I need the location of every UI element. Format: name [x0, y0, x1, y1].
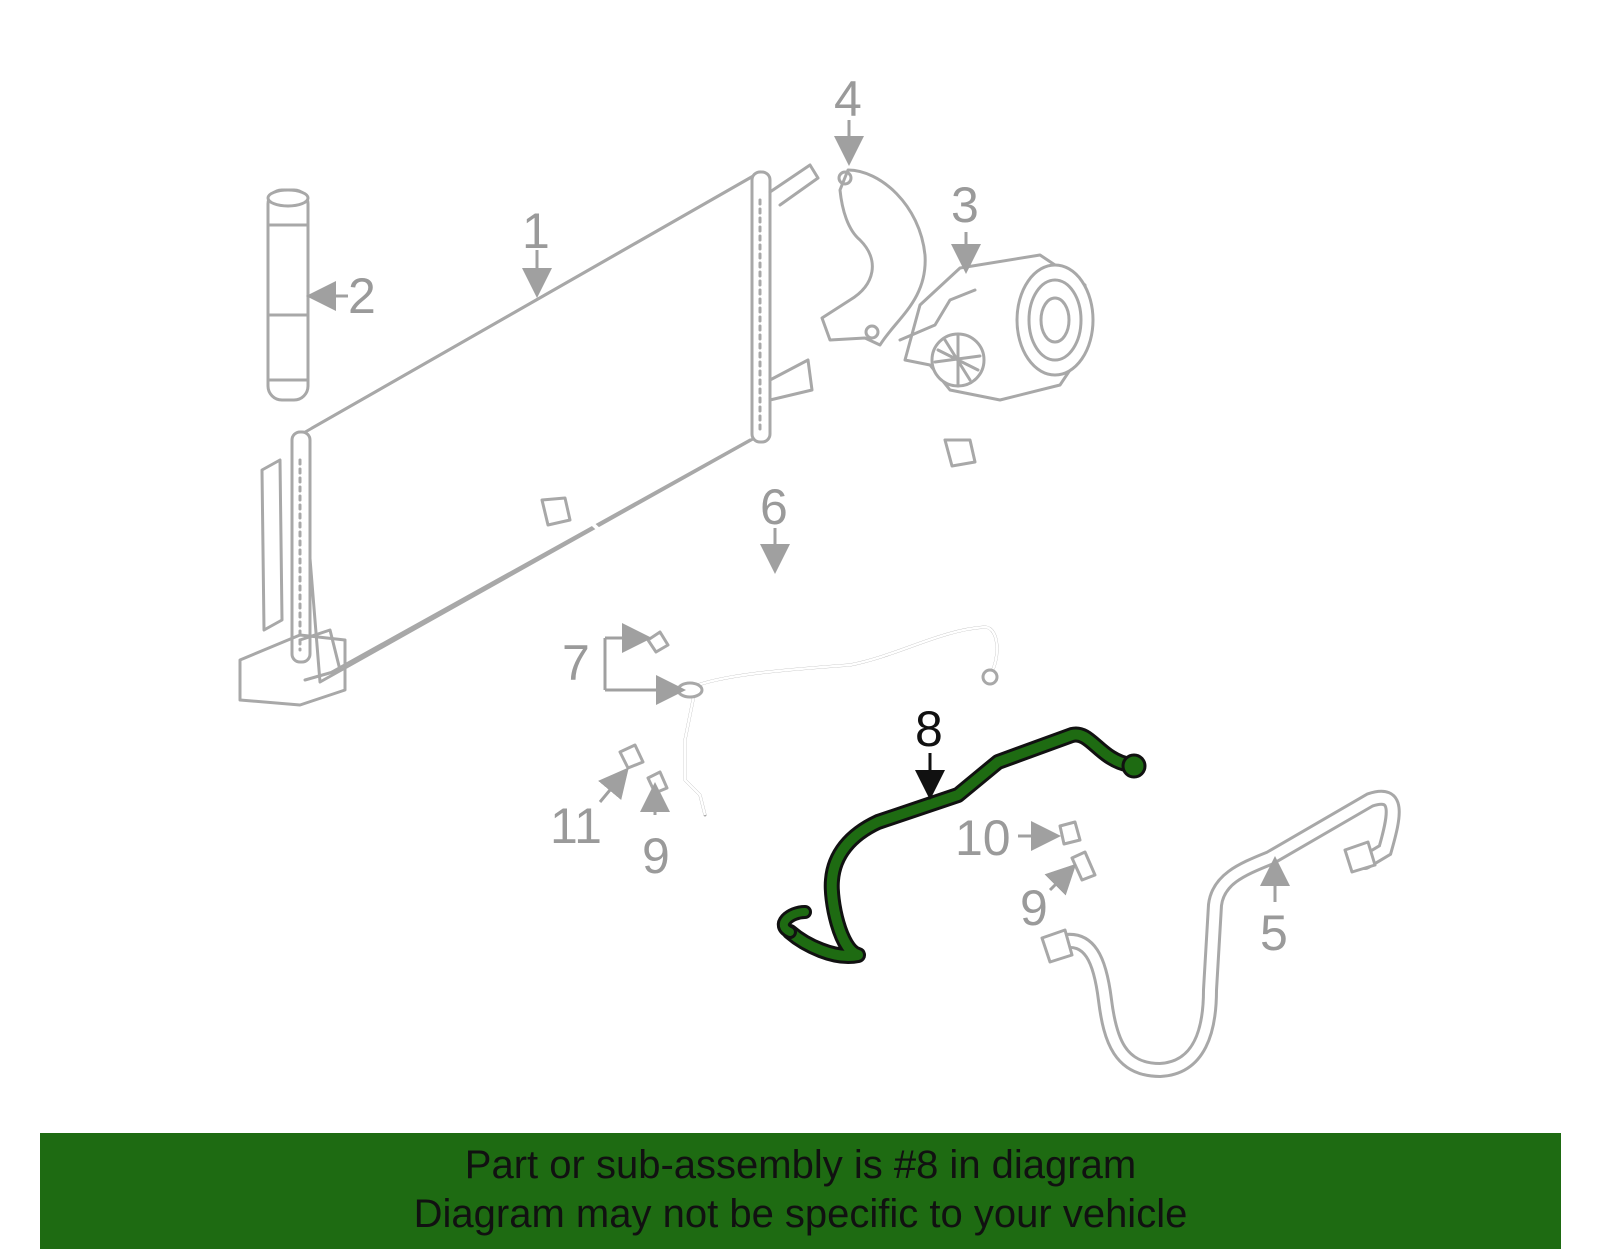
banner-line-1: Part or sub-assembly is #8 in diagram — [464, 1143, 1137, 1187]
receiver-drier-part — [266, 188, 310, 402]
fitting-9b — [1070, 850, 1097, 882]
fitting-9a — [646, 770, 669, 795]
info-banner: Part or sub-assembly is #8 in diagram Di… — [40, 1133, 1561, 1249]
leader-lines — [306, 120, 1290, 902]
callout-5: 5 — [1260, 905, 1288, 961]
callout-11: 11 — [550, 798, 602, 854]
fitting-10 — [1058, 820, 1082, 846]
callout-6: 6 — [760, 479, 788, 535]
hose-8-highlighted-part[interactable] — [776, 726, 1147, 964]
bracket-part — [820, 168, 927, 347]
fittings-part — [618, 743, 1097, 882]
callout-8: 8 — [915, 701, 943, 757]
callout-3: 3 — [951, 177, 979, 233]
condenser-part — [238, 163, 820, 707]
callout-4: 4 — [834, 71, 862, 127]
line-7-part — [646, 625, 999, 817]
banner-line-2: Diagram may not be specific to your vehi… — [413, 1192, 1188, 1236]
callout-10: 10 — [955, 810, 1011, 866]
callout-1: 1 — [522, 203, 550, 259]
callout-7: 7 — [562, 635, 590, 691]
callout-9b: 9 — [1020, 880, 1048, 936]
hose-6-part — [540, 438, 977, 603]
callout-9a: 9 — [642, 828, 670, 884]
callout-2: 2 — [348, 268, 376, 324]
parts-diagram: 1 2 3 4 5 6 7 8 9 9 10 11 — [238, 71, 1401, 1079]
hose-5-part — [1040, 790, 1401, 1079]
fitting-11 — [618, 743, 645, 770]
compressor-part — [898, 253, 1095, 402]
